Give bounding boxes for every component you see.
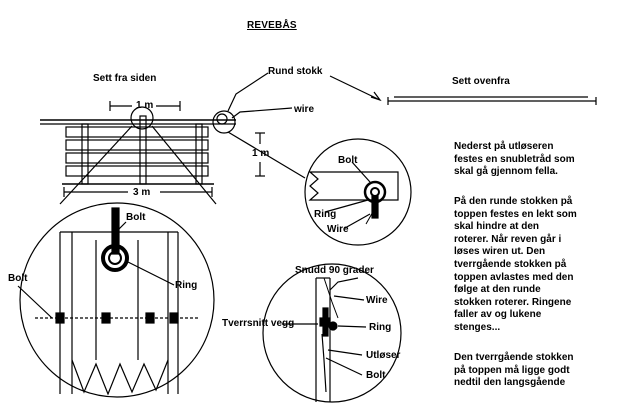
page-title: REVEBÅS: [247, 20, 297, 31]
zoom-marker-right: [212, 110, 236, 134]
dimension-3m: [63, 187, 213, 197]
label-wire-small: Wire: [327, 224, 349, 235]
description-para-2: På den runde stokken på toppen festes en…: [454, 196, 577, 333]
detail-circle-cross-section: [262, 263, 402, 403]
label-trigger: Utløser: [366, 350, 401, 361]
dimension-1m-horizontal: [109, 101, 181, 111]
label-wire-top: wire: [294, 104, 315, 115]
label-ring-large: Ring: [175, 280, 198, 291]
connector-large-left: [59, 125, 133, 205]
label-bolt-large-left: Bolt: [8, 273, 28, 284]
arrowhead: [370, 91, 382, 102]
label-turned-90: Snudd 90 grader: [295, 265, 374, 276]
description-para-1: Nederst på utløseren festes en snubletrå…: [454, 141, 575, 178]
dimension-1m-vertical: [255, 132, 265, 177]
label-cross-section-wall: Tverrsnitt vegg: [222, 318, 295, 329]
label-ring-cross: Ring: [369, 322, 392, 333]
label-wire-cross: Wire: [366, 295, 388, 306]
label-dim-1m-horizontal: 1 m: [136, 100, 154, 111]
detail-circle-large: [17, 202, 215, 398]
label-ring-small: Ring: [314, 209, 337, 220]
connector-small: [227, 131, 306, 179]
trap-side-view: [40, 113, 236, 185]
description-para-3: Den tverrgående stokken på toppen må lig…: [454, 352, 574, 389]
label-bolt-small: Bolt: [338, 155, 358, 166]
label-bolt-large-top: Bolt: [126, 212, 146, 223]
detail-circle-small: [304, 138, 412, 246]
leader-rund-stokk: [227, 72, 269, 112]
trap-top-view: [387, 96, 597, 105]
label-round-log: Rund stokk: [268, 66, 323, 77]
label-dim-3m: 3 m: [133, 187, 151, 198]
connector-large-right: [151, 125, 217, 205]
label-side-view: Sett fra siden: [93, 73, 157, 84]
leader-to-top-view: [329, 75, 381, 101]
label-bolt-cross: Bolt: [366, 370, 386, 381]
label-dim-1m-vertical: 1 m: [252, 148, 270, 159]
leader-wire: [231, 107, 293, 119]
zoom-marker-center: [130, 106, 154, 130]
label-top-view: Sett ovenfra: [452, 76, 510, 87]
